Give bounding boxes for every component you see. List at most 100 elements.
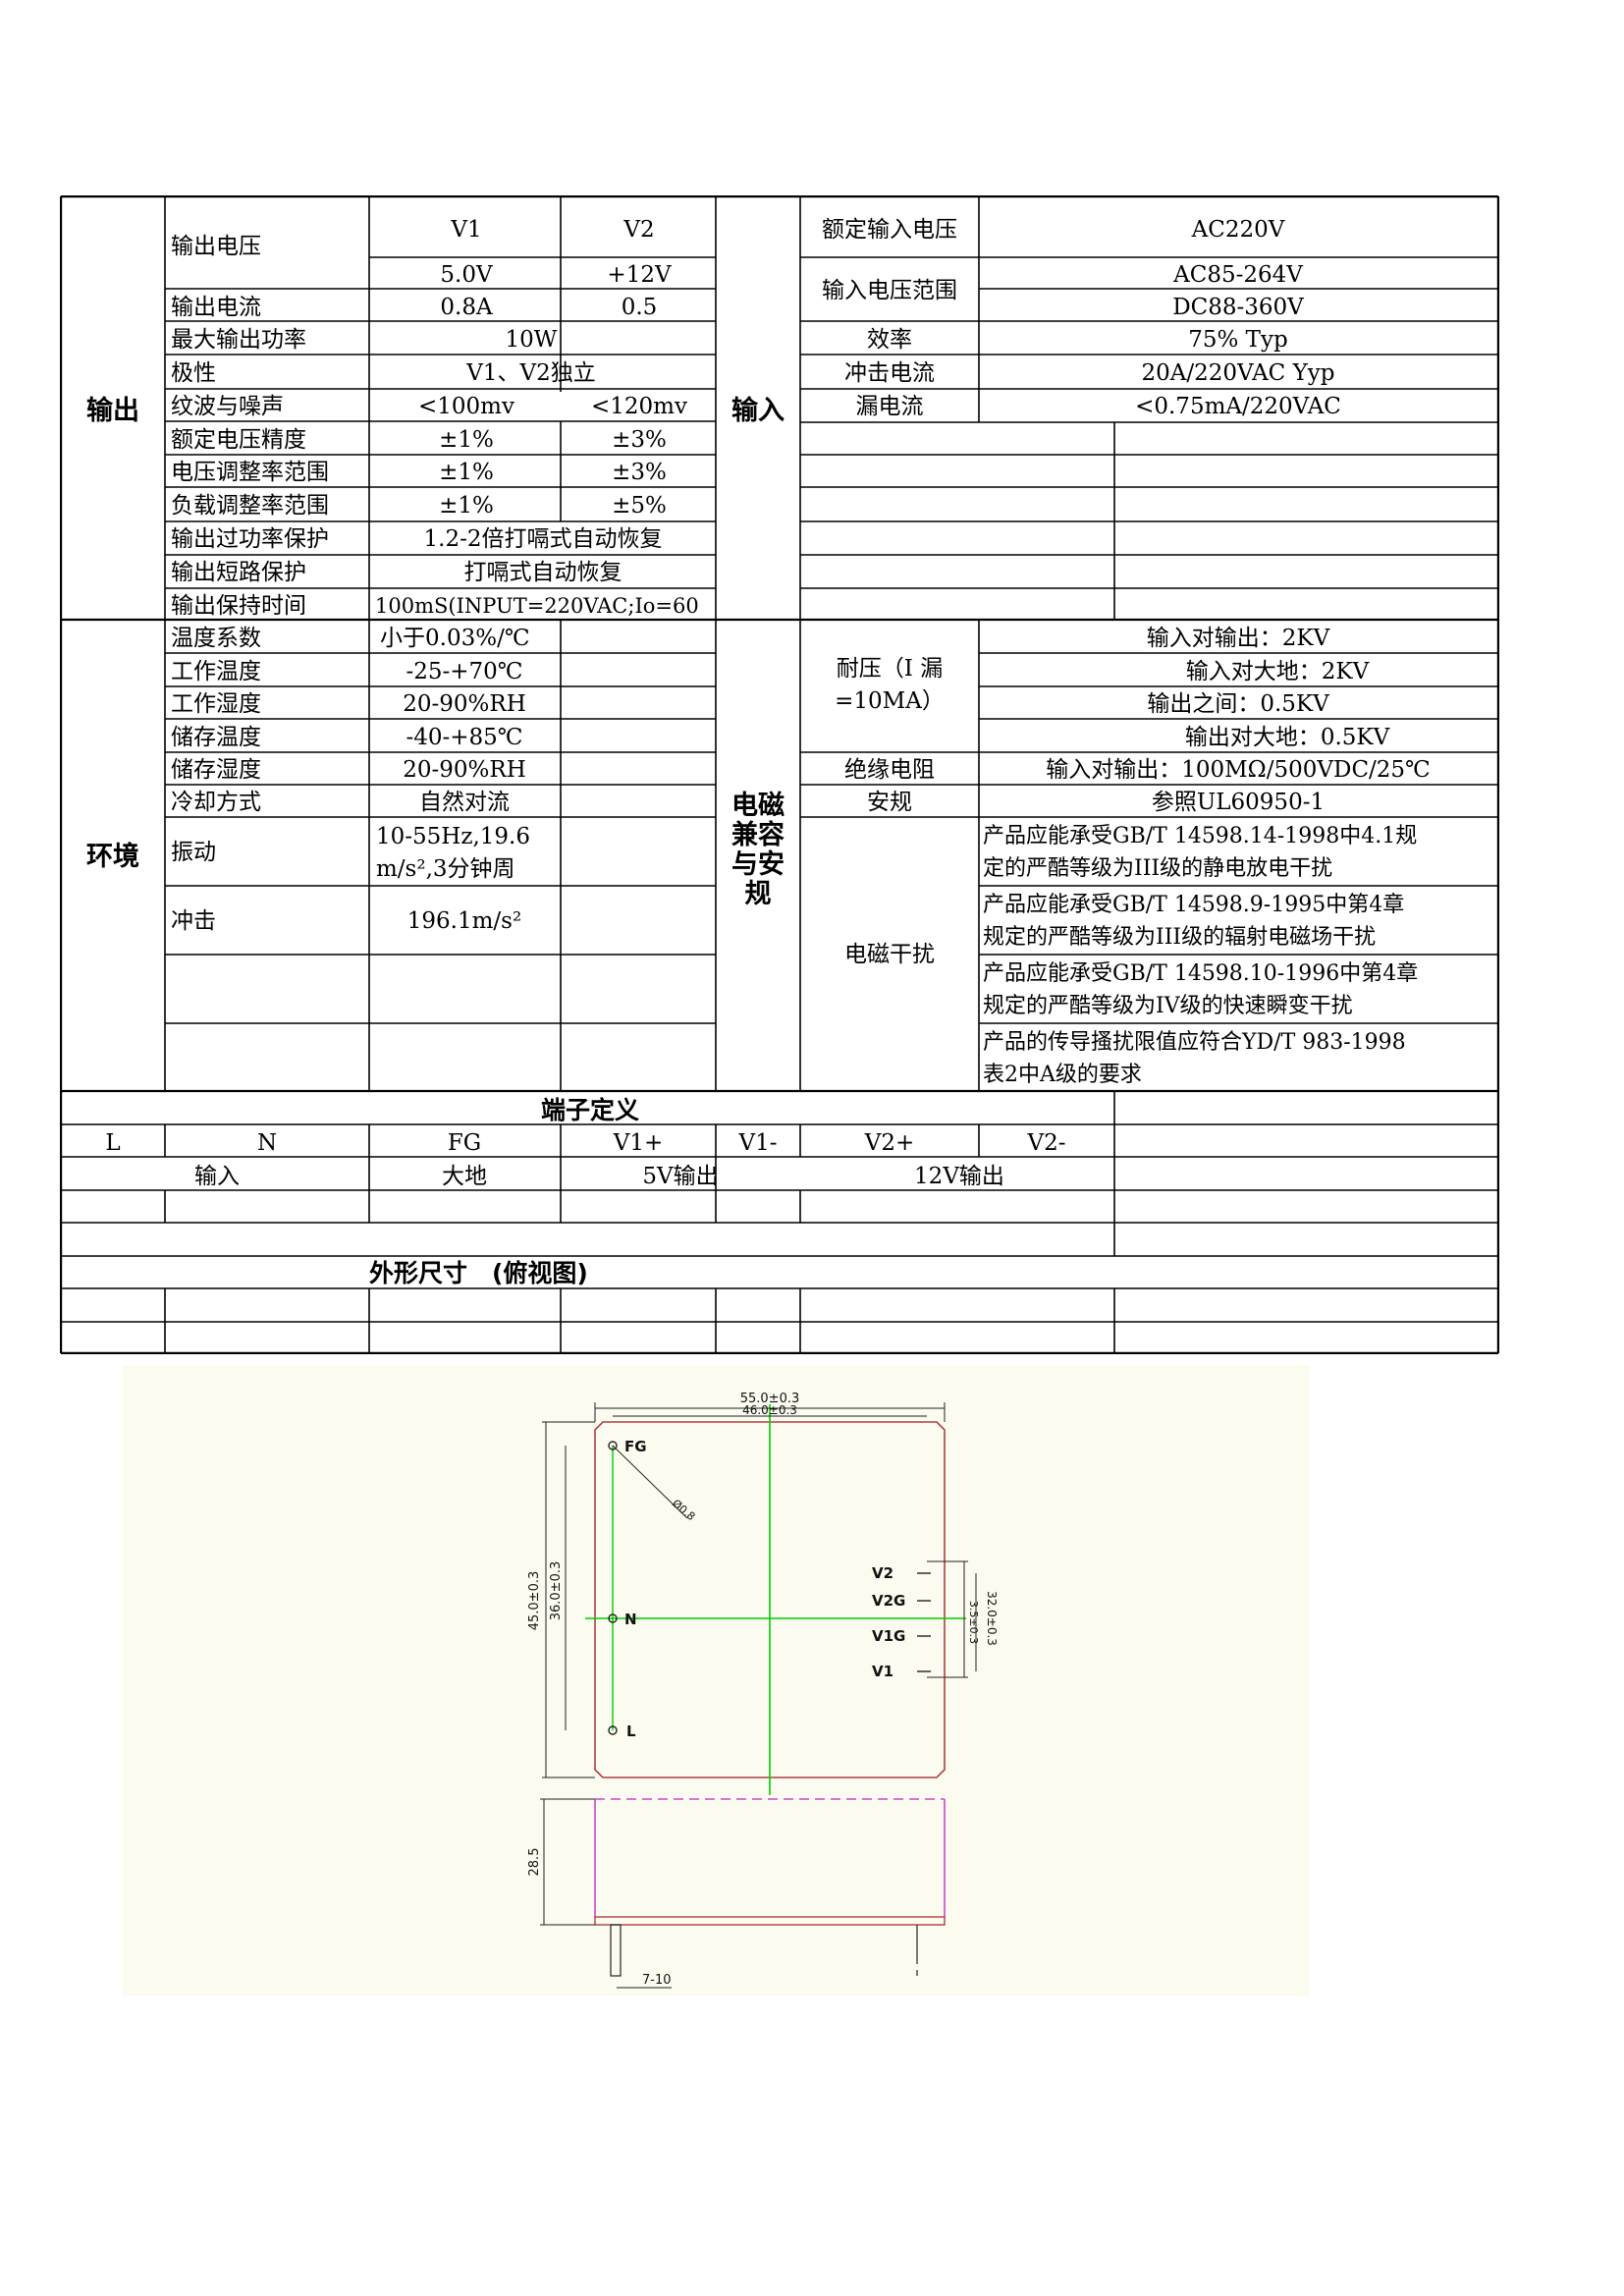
max-power-value: 10W xyxy=(506,327,558,353)
opp-label: 输出过功率保护 xyxy=(171,526,329,552)
op-temp-label: 工作温度 xyxy=(171,659,261,684)
vibration-label: 振动 xyxy=(171,840,216,865)
pin-n: N xyxy=(257,1130,277,1156)
dim-pin: 7-10 xyxy=(642,1973,672,1988)
temp-coef-label: 温度系数 xyxy=(171,626,261,651)
v1-voltage: 5.0V xyxy=(440,262,493,288)
vibration-value-1: 10-55Hz,19.6 xyxy=(376,824,530,849)
dim-left-1: 45.0±0.3 xyxy=(527,1571,542,1631)
top-view xyxy=(542,1402,977,1795)
v1-ripple: <100mv xyxy=(418,394,514,419)
emi-item-1a: 产品应能承受GB/T 14598.14-1998中4.1规 xyxy=(983,824,1417,848)
withstand-value-1: 输入对输出：2KV xyxy=(1147,626,1330,651)
output-section: 输出 输出电压 V1 V2 5.0V +12V 输出电流 0.8A 0.5 最大… xyxy=(86,217,699,619)
emi-item-3a: 产品应能承受GB/T 14598.10-1996中第4章 xyxy=(983,961,1418,986)
dim-top-2: 46.0±0.3 xyxy=(742,1403,797,1417)
accuracy-label: 额定电压精度 xyxy=(171,427,306,453)
v1-line-reg: ±1% xyxy=(439,460,494,485)
scp-value: 打嗝式自动恢复 xyxy=(464,560,623,585)
pin-v2-plus: V2+ xyxy=(864,1130,915,1156)
efficiency-label: 效率 xyxy=(867,327,912,353)
inrush-value: 20A/220VAC Yyp xyxy=(1142,360,1335,386)
emi-item-4b: 表2中A级的要求 xyxy=(983,1063,1142,1087)
safety-label: 安规 xyxy=(867,790,912,815)
scp-label: 输出短路保护 xyxy=(171,560,306,585)
emi-item-1b: 定的严酷等级为III级的静电放电干扰 xyxy=(983,856,1332,881)
label-fg: FG xyxy=(624,1438,647,1455)
v1-load-reg: ±1% xyxy=(439,493,494,519)
load-reg-label: 负载调整率范围 xyxy=(171,493,329,519)
v1-current: 0.8A xyxy=(440,295,493,320)
pin-l: L xyxy=(105,1130,120,1156)
label-v1g: V1G xyxy=(872,1627,905,1645)
leakage-label: 漏电流 xyxy=(856,394,924,419)
environment-section: 环境 温度系数 小于0.03%/℃ 工作温度 -25-+70℃ 工作湿度 20-… xyxy=(86,626,530,934)
label-n: N xyxy=(624,1611,637,1628)
label-l: L xyxy=(626,1722,636,1740)
pin-l-mark xyxy=(608,1725,618,1735)
input-range-label: 输入电压范围 xyxy=(822,278,957,303)
cooling-label: 冷却方式 xyxy=(171,790,261,815)
pin-fg: FG xyxy=(448,1130,481,1156)
dim-right: 32.0±0.3 xyxy=(985,1591,999,1646)
temp-coef-value: 小于0.03%/℃ xyxy=(380,626,530,651)
rated-input-value: AC220V xyxy=(1191,217,1285,243)
st-temp-value: -40-+85℃ xyxy=(406,725,522,750)
terminal-desc-input: 输入 xyxy=(194,1164,240,1189)
emi-label: 电磁干扰 xyxy=(844,942,935,967)
spec-table: 输出 输出电压 V1 V2 5.0V +12V 输出电流 0.8A 0.5 最大… xyxy=(60,195,1499,1354)
polarity-value: V1、V2独立 xyxy=(465,360,596,386)
op-temp-value: -25-+70℃ xyxy=(406,659,522,684)
v2-line-reg: ±3% xyxy=(612,460,667,485)
ripple-label: 纹波与噪声 xyxy=(171,394,284,419)
cooling-value: 自然对流 xyxy=(419,790,510,815)
terminal-desc-ground: 大地 xyxy=(442,1164,487,1189)
rated-input-label: 额定输入电压 xyxy=(822,217,957,243)
v2-header: V2 xyxy=(623,217,654,243)
v2-voltage: +12V xyxy=(607,262,672,288)
pin-v1-minus: V1- xyxy=(737,1130,777,1156)
terminal-desc-5v: 5V输出 xyxy=(642,1164,718,1189)
terminal-section: 端子定义 L N FG V1+ V1- V2+ V2- 输入 大地 5V输出 1… xyxy=(105,1096,1065,1287)
op-hum-value: 20-90%RH xyxy=(403,691,526,717)
table-grid xyxy=(60,195,1499,1354)
side-view xyxy=(540,1798,946,1989)
emc-section-label-4: 规 xyxy=(745,879,772,909)
dim-top-1: 55.0±0.3 xyxy=(740,1392,800,1406)
label-v2g: V2G xyxy=(872,1592,905,1610)
output-current-label: 输出电流 xyxy=(171,295,261,320)
pin-fg-mark xyxy=(608,1441,618,1450)
v1-header: V1 xyxy=(450,217,481,243)
line-reg-label: 电压调整率范围 xyxy=(171,460,329,485)
emi-item-2a: 产品应能承受GB/T 14598.9-1995中第4章 xyxy=(983,893,1404,917)
side-pcb xyxy=(594,1916,946,1926)
dimensions-title: 外形尺寸 (俯视图) xyxy=(369,1259,588,1287)
emi-item-4a: 产品的传导搔扰限值应符合YD/T 983-1998 xyxy=(983,1030,1406,1055)
shock-value: 196.1m/s² xyxy=(407,908,521,934)
insulation-label: 绝缘电阻 xyxy=(844,757,935,783)
label-v1: V1 xyxy=(872,1663,893,1680)
insulation-value: 输入对输出：100MΩ/500VDC/25℃ xyxy=(1046,757,1431,783)
emi-item-2b: 规定的严酷等级为III级的辐射电磁场干扰 xyxy=(983,925,1376,950)
emc-section-label-2: 兼容 xyxy=(731,819,785,850)
opp-value: 1.2-2倍打嗝式自动恢复 xyxy=(424,526,663,552)
emi-item-3b: 规定的严酷等级为IV级的快速瞬变干扰 xyxy=(983,994,1353,1018)
withstand-label-1: 耐压（I 漏 xyxy=(837,656,943,682)
dim-right-2: 3.5±0.3 xyxy=(967,1601,980,1644)
side-pin-left xyxy=(610,1924,622,1977)
polarity-label: 极性 xyxy=(171,360,216,386)
label-v2: V2 xyxy=(872,1564,893,1582)
input-range-ac: AC85-264V xyxy=(1172,262,1303,288)
pin-n-mark xyxy=(608,1613,618,1623)
vibration-value-2: m/s²,3分钟周 xyxy=(376,856,515,882)
emc-section-label-1: 电磁 xyxy=(731,791,785,821)
leakage-value: <0.75mA/220VAC xyxy=(1135,394,1341,419)
hold-value: 100mS(INPUT=220VAC;Io=60 xyxy=(375,594,699,618)
terminal-desc-12v: 12V输出 xyxy=(914,1164,1004,1189)
input-range-dc: DC88-360V xyxy=(1172,295,1304,320)
shock-label: 冲击 xyxy=(171,908,216,934)
withstand-label-2: =10MA） xyxy=(835,688,945,714)
dim-left-2: 36.0±0.3 xyxy=(549,1561,564,1621)
op-hum-label: 工作湿度 xyxy=(171,691,261,717)
safety-value: 参照UL60950-1 xyxy=(1152,790,1325,815)
